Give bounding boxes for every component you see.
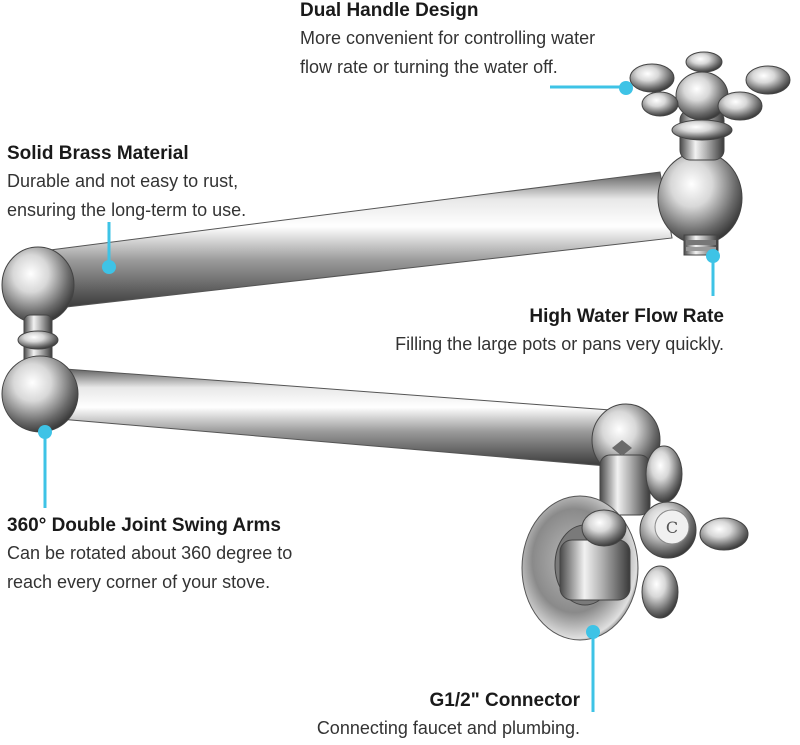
swing-arms-dot bbox=[38, 425, 52, 439]
spout-elbow bbox=[657, 151, 743, 256]
connector-dot bbox=[586, 625, 600, 639]
solid-brass-dot bbox=[102, 260, 116, 274]
cross-handle: C bbox=[581, 445, 749, 619]
solid-brass-title: Solid Brass Material bbox=[7, 143, 189, 164]
top-valve-handle bbox=[629, 51, 791, 161]
high-flow-title: High Water Flow Rate bbox=[529, 306, 724, 327]
high-flow-dot bbox=[706, 249, 720, 263]
high-flow-desc-line1: Filling the large pots or pans very quic… bbox=[395, 334, 724, 354]
swing-arms-title: 360° Double Joint Swing Arms bbox=[7, 515, 281, 536]
double-joint bbox=[1, 246, 79, 433]
solid-brass-callout: Solid Brass Material Durable and not eas… bbox=[7, 141, 246, 225]
dual-handle-desc-line2: flow rate or turning the water off. bbox=[300, 57, 558, 77]
lower-elbow bbox=[591, 403, 661, 516]
dual-handle-title: Dual Handle Design bbox=[300, 0, 479, 21]
dual-handle-dot bbox=[619, 81, 633, 95]
solid-brass-desc-line1: Durable and not easy to rust, bbox=[7, 171, 239, 191]
dual-handle-callout: Dual Handle Design More convenient for c… bbox=[300, 0, 595, 82]
connector-callout: G1/2" Connector Connecting faucet and pl… bbox=[317, 688, 580, 743]
high-flow-callout: High Water Flow Rate Filling the large p… bbox=[395, 304, 724, 359]
handle-letter: C bbox=[666, 518, 678, 537]
callout-markers bbox=[38, 81, 720, 712]
swing-arms-callout: 360° Double Joint Swing Arms Can be rota… bbox=[7, 513, 292, 597]
lower-swing-arm bbox=[47, 367, 611, 467]
dual-handle-desc-line1: More convenient for controlling water bbox=[300, 28, 596, 48]
solid-brass-desc-line2: ensuring the long-term to use. bbox=[7, 200, 247, 220]
swing-arms-desc-line1: Can be rotated about 360 degree to bbox=[7, 543, 293, 563]
connector-desc-line1: Connecting faucet and plumbing. bbox=[316, 718, 580, 738]
connector-title: G1/2" Connector bbox=[429, 690, 580, 711]
swing-arms-desc-line2: reach every corner of your stove. bbox=[7, 572, 271, 592]
